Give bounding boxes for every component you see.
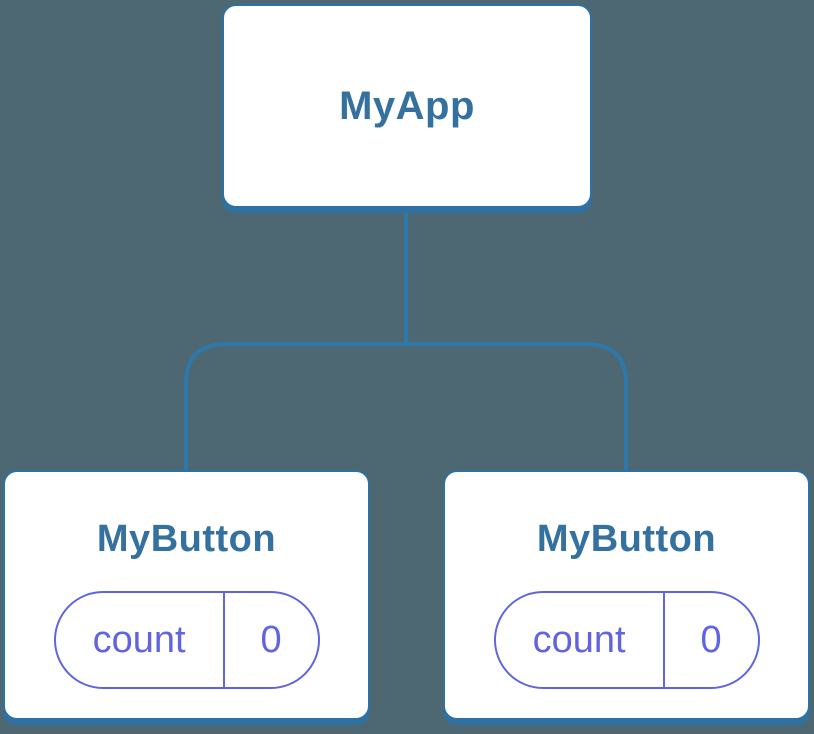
state-value: 0 <box>260 619 282 661</box>
node-label: MyButton <box>536 518 717 560</box>
node-label: MyApp <box>339 84 475 128</box>
state-pill: count 0 <box>493 591 760 689</box>
root-node-myapp: MyApp <box>222 4 592 208</box>
pill-divider <box>222 593 225 687</box>
node-label: MyButton <box>96 518 277 560</box>
pill-divider <box>662 593 665 687</box>
state-value: 0 <box>700 619 722 661</box>
child-node-mybutton-left: MyButton count 0 <box>3 470 370 720</box>
child-node-mybutton-right: MyButton count 0 <box>443 470 810 720</box>
state-pill: count 0 <box>53 591 320 689</box>
state-key: count <box>92 619 186 661</box>
state-key: count <box>532 619 626 661</box>
